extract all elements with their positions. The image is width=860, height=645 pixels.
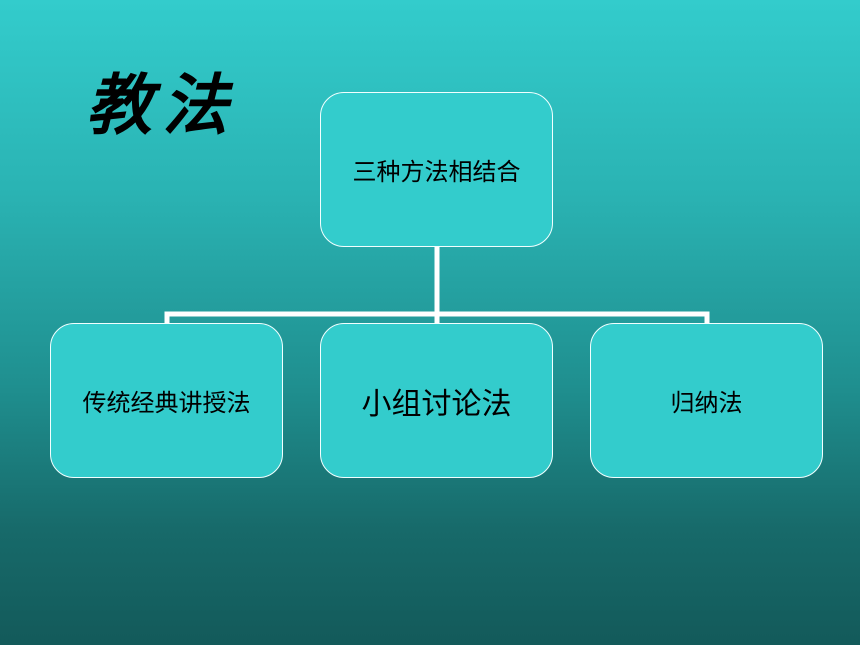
connector-line [437,311,710,325]
root-node-label: 三种方法相结合 [352,158,521,186]
connector-line [164,247,440,325]
slide-title: 教法 [86,66,238,144]
child-node-label: 归纳法 [670,389,743,417]
child-node-label: 传统经典讲授法 [82,389,251,417]
child-node-label: 小组讨论法 [361,386,512,422]
child-node: 传统经典讲授法 [50,323,283,478]
root-node: 三种方法相结合 [320,92,553,247]
child-node: 小组讨论法 [320,323,553,478]
child-node: 归纳法 [590,323,823,478]
